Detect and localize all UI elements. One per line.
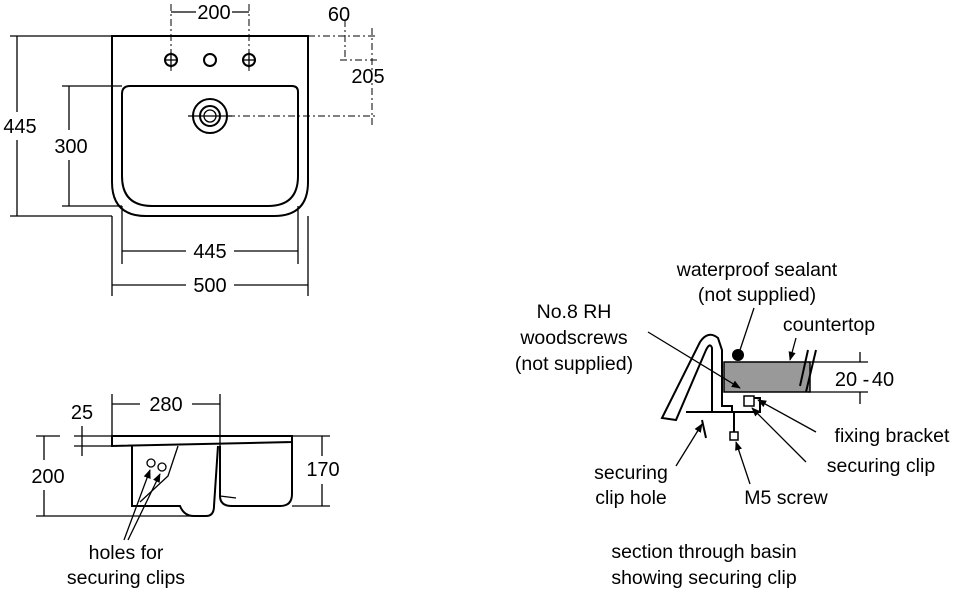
label-sealant-line1: waterproof sealant (676, 259, 838, 281)
label-thickness-min: 20 (835, 369, 857, 391)
label-thickness-sep: - (863, 369, 870, 391)
top-view: 200 60 205 445 300 445 500 (3, 2, 384, 297)
basin-rim (111, 435, 293, 448)
dim-waste-offset: 205 (351, 66, 384, 88)
label-holes-line2: securing clips (67, 567, 185, 589)
dim-width-inner: 445 (193, 241, 226, 263)
side-view: holes for securing clips 280 25 200 170 (31, 394, 340, 589)
label-sealant-line2: (not supplied) (698, 284, 816, 306)
dim-tap-offset: 60 (328, 4, 350, 26)
basin-wall-section (660, 333, 733, 422)
dim-bowl-height: 170 (306, 459, 339, 481)
dim-height: 200 (31, 466, 64, 488)
tap-hole-centre (203, 53, 217, 67)
label-screws-line2: woodscrews (519, 327, 628, 349)
label-clip-hole-line2: clip hole (595, 487, 667, 509)
label-securing-clip: securing clip (827, 455, 936, 477)
caption-line2: showing securing clip (611, 567, 797, 589)
label-screws-line1: No.8 RH (537, 301, 612, 323)
sealant-bead (732, 349, 744, 361)
dim-depth-outer: 445 (3, 116, 36, 138)
label-countertop: countertop (783, 314, 875, 336)
clip-hole-1 (146, 458, 156, 468)
dim-width-outer: 500 (193, 275, 226, 297)
label-thickness-max: 40 (872, 369, 894, 391)
label-fixing-bracket: fixing bracket (835, 425, 950, 447)
section-view: waterproof sealant (not supplied) counte… (515, 259, 950, 589)
clip-hole-2 (157, 462, 167, 472)
basin-inner-profile (139, 445, 179, 503)
basin-bowl-outline (121, 85, 299, 207)
dim-bowl-depth: 300 (54, 136, 87, 158)
label-clip-hole-line1: securing (594, 462, 668, 484)
label-holes-line1: holes for (89, 542, 164, 564)
basin-rear-body (219, 442, 293, 507)
caption-line1: section through basin (611, 541, 796, 563)
dim-top-length: 280 (149, 394, 182, 416)
basin-outer-outline (111, 35, 309, 217)
dim-tap-spacing: 200 (197, 2, 230, 24)
waste-outlet (188, 98, 232, 134)
label-screws-line3: (not supplied) (515, 353, 633, 375)
dim-rim: 25 (71, 402, 93, 424)
label-m5-screw: M5 screw (744, 487, 828, 509)
countertop-section (723, 361, 811, 393)
